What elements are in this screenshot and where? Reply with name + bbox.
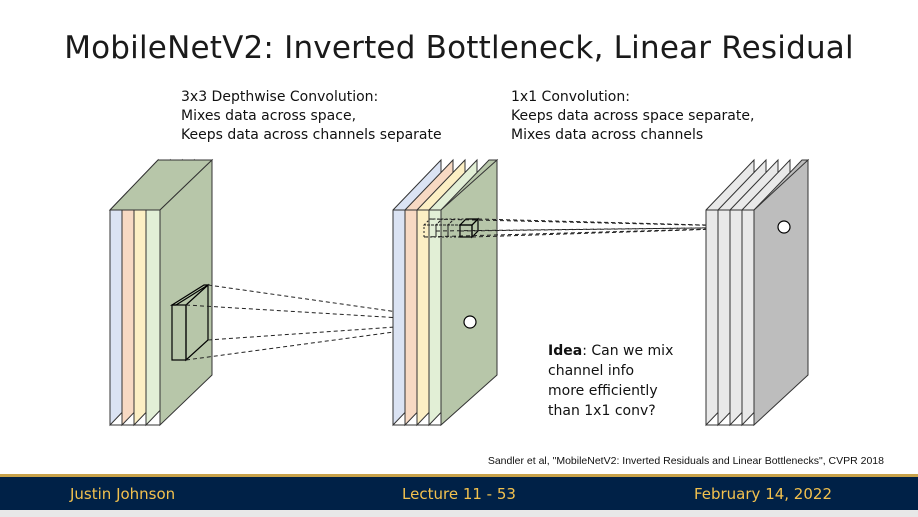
pointwise-caption-line-3: Mixes data across channels — [511, 127, 704, 143]
pointwise-caption-line-2: Keeps data across space separate, — [511, 108, 755, 124]
pointwise-output-point — [777, 220, 791, 234]
input-tensor — [108, 158, 214, 427]
pointwise-caption: 1x1 Convolution: Keeps data across space… — [511, 88, 754, 145]
footer-bar: Justin Johnson Lecture 11 - 53 February … — [0, 474, 918, 510]
idea-line-4: than 1x1 conv? — [548, 403, 656, 419]
output-tensor — [705, 158, 810, 427]
idea-line-2: channel info — [548, 363, 635, 379]
slide-title: MobileNetV2: Inverted Bottleneck, Linear… — [64, 30, 854, 66]
depthwise-output-point — [463, 315, 477, 329]
bottom-strip — [0, 510, 918, 517]
idea-line-1: : Can we mix — [582, 343, 674, 359]
idea-label: Idea — [548, 343, 583, 359]
depthwise-caption-line-3: Keeps data across channels separate — [181, 127, 442, 143]
footer-lecture: Lecture 11 - 53 — [402, 485, 516, 503]
idea-callout: Idea: Can we mix channel info more effic… — [548, 341, 673, 421]
depthwise-caption-line-2: Mixes data across space, — [181, 108, 357, 124]
pointwise-caption-line-1: 1x1 Convolution: — [511, 89, 630, 105]
input-front-face — [159, 158, 213, 427]
depthwise-caption: 3x3 Depthwise Convolution: Mixes data ac… — [181, 88, 442, 145]
idea-line-3: more efficiently — [548, 383, 658, 399]
footer-author: Justin Johnson — [70, 485, 176, 503]
pointwise-kernel-column — [422, 218, 468, 238]
footer-date: February 14, 2022 — [693, 485, 832, 503]
citation: Sandler et al, "MobileNetV2: Inverted Re… — [487, 455, 884, 467]
middle-tensor — [392, 158, 499, 427]
depthwise-caption-line-1: 3x3 Depthwise Convolution: — [181, 89, 379, 105]
